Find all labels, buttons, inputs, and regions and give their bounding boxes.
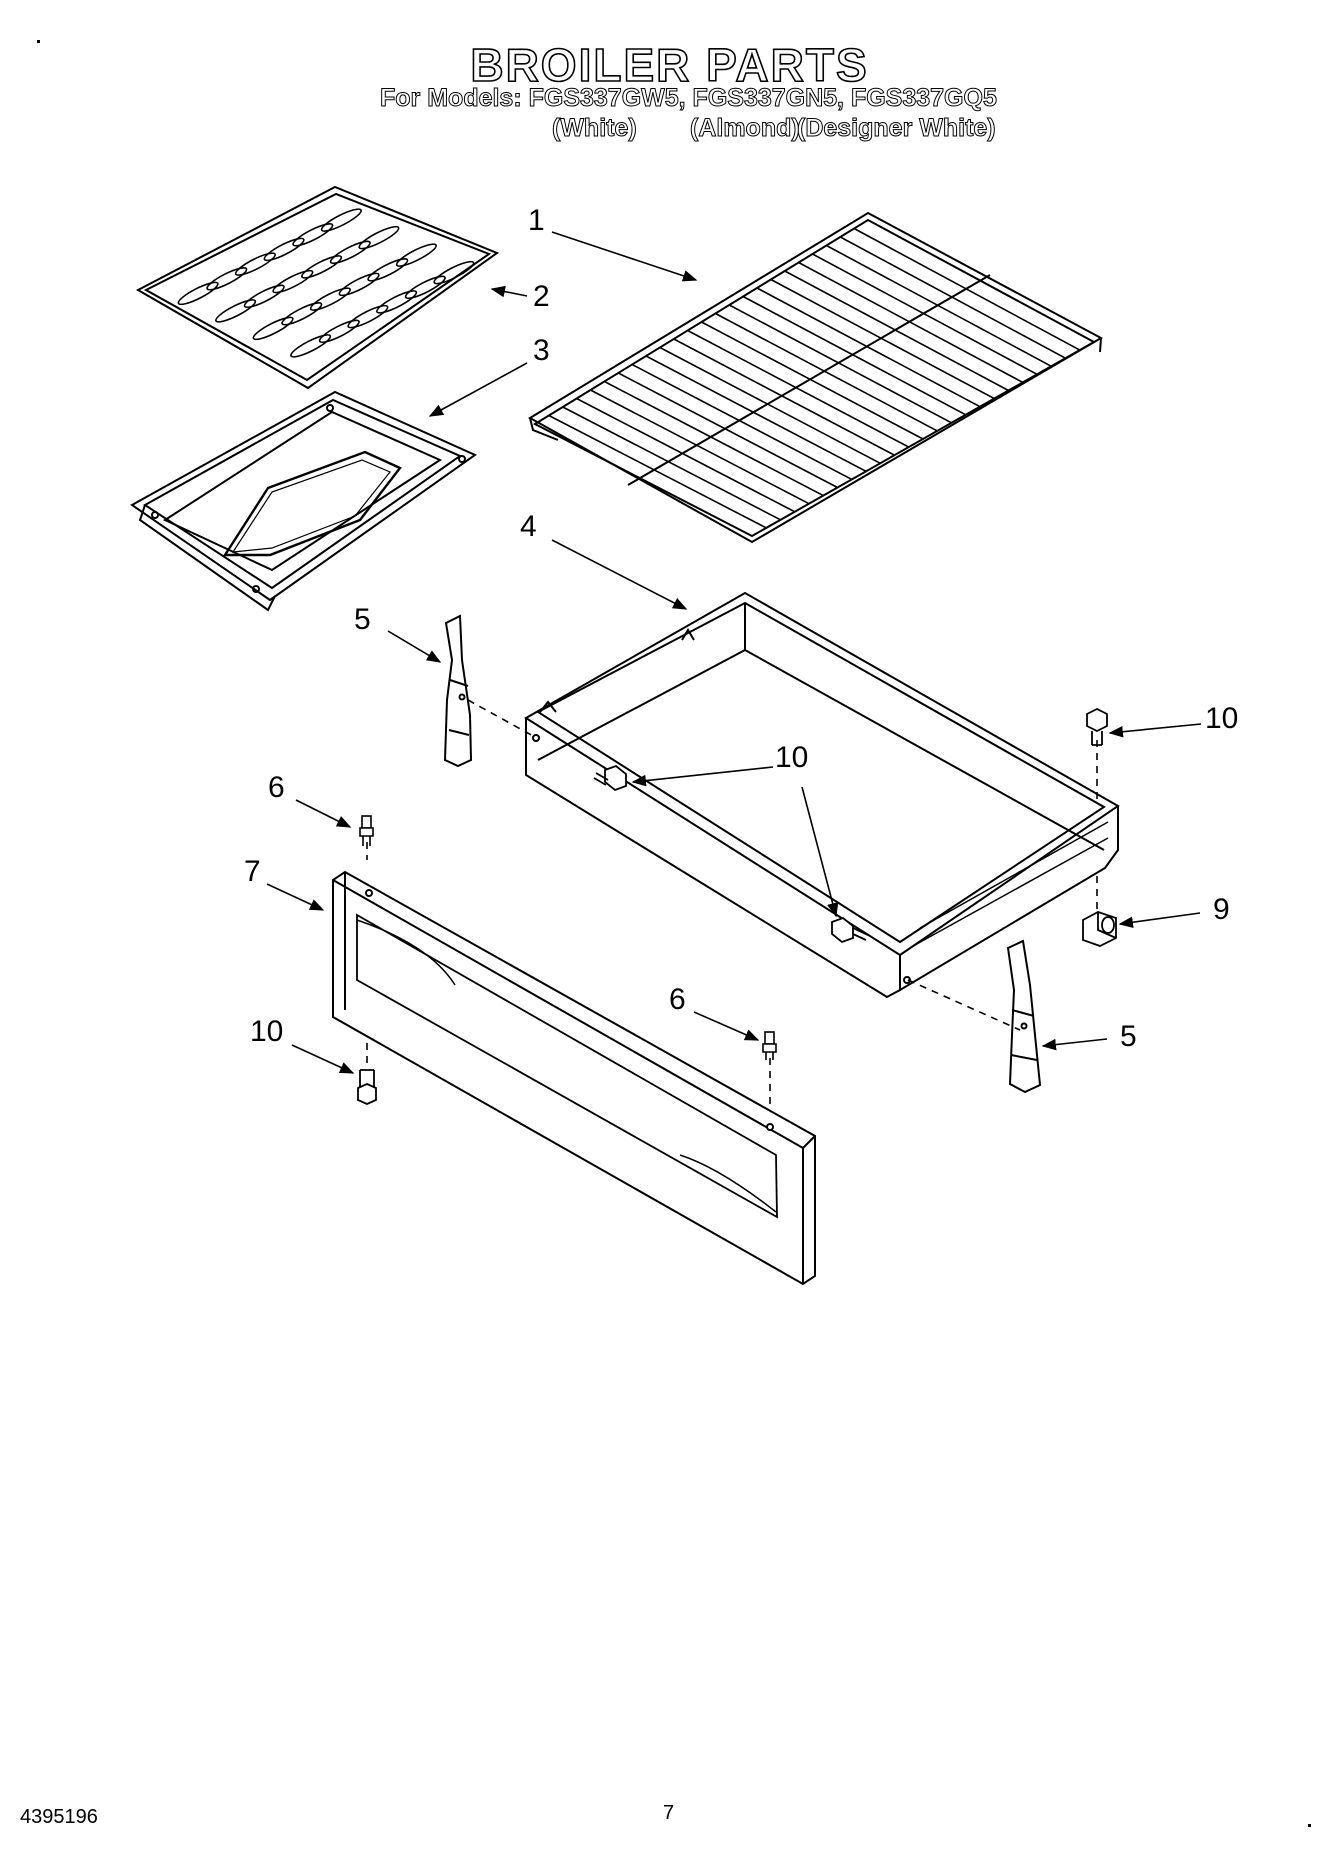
drawer-front-panel-part <box>332 870 816 1286</box>
rack-bar <box>728 304 952 424</box>
grid-slot <box>395 243 437 267</box>
callout-2: 2 <box>533 280 550 313</box>
rack-bar <box>604 380 824 497</box>
color-white-label: (White) <box>552 114 638 143</box>
scan-speck <box>1308 1824 1311 1827</box>
callout-7: 7 <box>244 855 261 888</box>
grid-slot <box>301 255 343 279</box>
rack-bar <box>687 329 910 448</box>
drawer-slide-left-part <box>443 614 473 768</box>
rack-bar <box>812 253 1038 376</box>
rack-bar <box>701 321 924 440</box>
rack-bar <box>562 406 781 521</box>
grid-slot <box>433 260 475 285</box>
rack-bar <box>617 372 838 489</box>
screw-bottom-left-part <box>357 1069 377 1105</box>
page-title: BROILER PARTS <box>470 38 869 92</box>
callout-arrows <box>266 231 1202 1074</box>
rack-bar <box>770 278 995 400</box>
grid-slot <box>329 240 371 265</box>
rack-bar <box>826 244 1052 368</box>
grid-slot <box>234 252 276 276</box>
page-number: 7 <box>663 1802 675 1824</box>
screw-top-right-part <box>1086 707 1108 746</box>
pin-right-part <box>762 1031 777 1060</box>
grid-slot <box>292 223 334 247</box>
callout-6-right: 6 <box>669 983 686 1016</box>
rack-bar <box>590 389 810 505</box>
rack-bar <box>839 236 1066 359</box>
document-number: 4395196 <box>20 1806 98 1828</box>
grid-slot <box>206 267 248 291</box>
rack-bar <box>631 363 853 481</box>
callout-6-left: 6 <box>268 771 285 804</box>
callout-10-center: 10 <box>775 741 809 774</box>
rack-bar <box>659 346 881 465</box>
rack-bar <box>673 338 895 456</box>
rack-bar <box>756 287 981 408</box>
grid-slot <box>404 275 446 300</box>
models-line: For Models: FGS337GW5, FGS337GN5, FGS337… <box>380 84 998 113</box>
grid-slot <box>243 284 285 309</box>
callout-4: 4 <box>520 510 537 543</box>
drawer-slide-right-part <box>1006 939 1042 1094</box>
rack-bar <box>853 227 1081 351</box>
grid-slot <box>290 334 332 358</box>
grid-slot <box>318 319 360 344</box>
grid-slot <box>215 299 257 323</box>
grid-slot <box>263 237 305 262</box>
broiler-drawer-part <box>524 591 1120 999</box>
clip-part <box>1082 911 1117 947</box>
rack-bar <box>742 295 967 416</box>
grid-slot <box>252 316 294 341</box>
color-almond-label: (Almond) <box>690 114 801 143</box>
grid-slot <box>177 281 219 306</box>
grid-slot <box>320 208 362 232</box>
callout-10-top-right: 10 <box>1205 702 1239 735</box>
grid-slot <box>272 269 314 294</box>
broiler-pan-part <box>130 390 478 612</box>
grid-slot <box>338 272 380 297</box>
screw-center-part <box>593 764 627 792</box>
oven-rack-part <box>528 211 1104 544</box>
callout-1: 1 <box>528 204 545 237</box>
grid-slot <box>367 258 409 282</box>
rack-bar <box>715 312 938 432</box>
pin-left-part <box>359 815 374 846</box>
grid-slot <box>347 304 389 329</box>
callout-3: 3 <box>533 334 550 367</box>
rack-bar <box>576 397 796 513</box>
rack-bar <box>645 355 867 473</box>
color-designer-white-label: (Designer White) <box>797 114 997 143</box>
grid-slot <box>309 287 351 311</box>
rack-bar <box>784 270 1009 392</box>
grid-slot <box>376 290 418 314</box>
grid-slot <box>281 302 323 326</box>
broiler-grid-part <box>135 185 500 390</box>
callout-5-left: 5 <box>354 603 371 636</box>
rack-bar <box>798 261 1024 384</box>
scan-speck <box>37 40 40 43</box>
screw-lower-center-part <box>831 916 869 944</box>
callout-10-bottom-left: 10 <box>250 1015 284 1048</box>
callout-5-right: 5 <box>1120 1020 1137 1053</box>
rack-bar <box>548 414 767 529</box>
callout-9: 9 <box>1213 893 1230 926</box>
grid-slot <box>358 225 400 250</box>
